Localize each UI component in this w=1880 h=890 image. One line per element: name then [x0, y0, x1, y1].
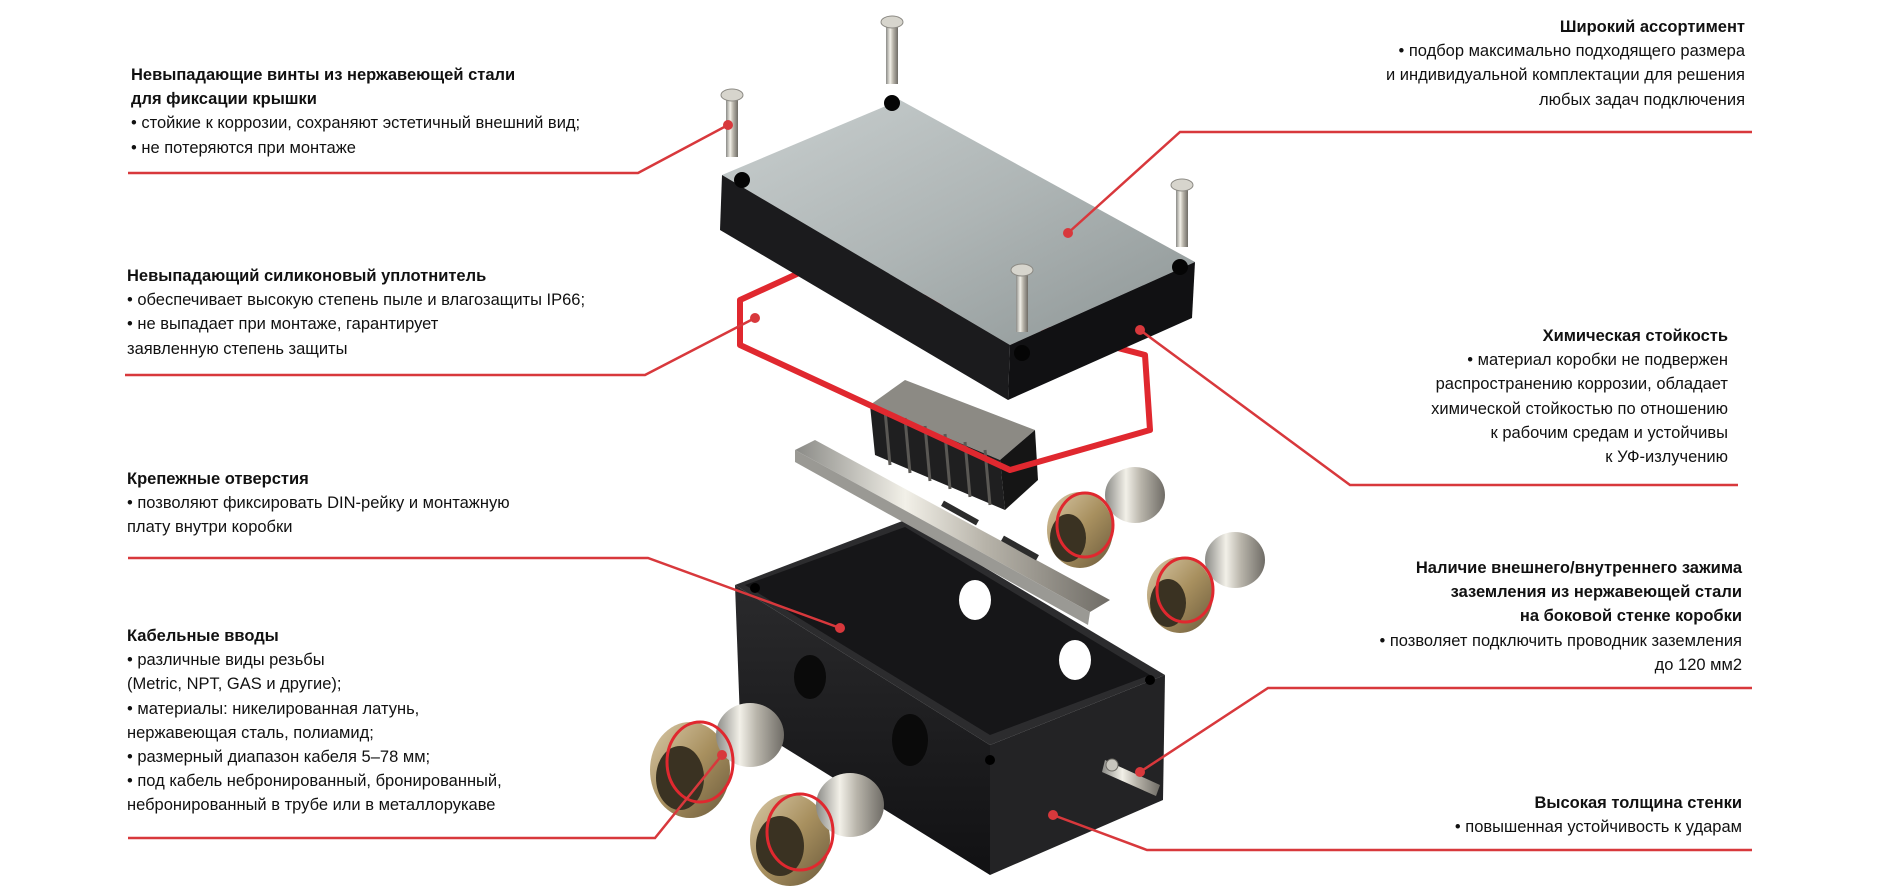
callout-line: • не выпадает при монтаже, гарантирует — [127, 315, 439, 334]
cable-gland — [750, 773, 884, 886]
leader-dot — [1135, 767, 1145, 777]
callout-line: • различные виды резьбы — [127, 651, 325, 670]
callout-line: нержавеющая сталь, полиамид; — [127, 723, 374, 742]
leader-chemical — [1139, 328, 1738, 487]
callout-holes: Крепежные отверстия • позволяют фиксиров… — [127, 467, 667, 540]
ground-clamp — [1102, 758, 1160, 796]
callout-line: • под кабель небронированный, бронирован… — [127, 772, 502, 791]
callout-title: Невыпадающий силиконовый уплотнитель — [127, 267, 487, 285]
callout-seal: Невыпадающий силиконовый уплотнитель • о… — [127, 264, 667, 361]
leader-glands — [128, 754, 723, 840]
callout-chemical: Химическая стойкость • материал коробки … — [1208, 324, 1728, 469]
screw — [1010, 263, 1034, 332]
callout-line: • повышенная устойчивость к ударам — [1454, 818, 1742, 837]
box-hole — [892, 714, 928, 766]
callout-title: Химическая стойкость — [1542, 327, 1728, 345]
cable-gland — [650, 703, 784, 818]
leader-holes — [128, 556, 841, 630]
leader-dot — [750, 313, 760, 323]
leader-wall — [1052, 813, 1752, 852]
callout-line: небронированный в трубе или в металлорук… — [127, 796, 496, 815]
leader-dot — [835, 623, 845, 633]
callout-title: заземления из нержавеющей стали — [1450, 583, 1742, 602]
callout-line: (Metric, NPT, GAS и другие); — [127, 675, 342, 694]
leader-dot — [1135, 325, 1145, 335]
leader-dot — [717, 750, 727, 760]
callout-line: до 120 мм2 — [1654, 655, 1742, 674]
box-hole-inner — [959, 580, 991, 620]
box-hole — [794, 655, 826, 699]
callout-glands: Кабельные вводы • различные виды резьбы … — [127, 624, 667, 818]
box-hole-inner — [1059, 640, 1091, 680]
din-rail — [795, 440, 1110, 625]
callout-title: Крепежные отверстия — [127, 470, 309, 488]
callout-wall: Высокая толщина стенки • повышенная усто… — [1222, 791, 1742, 839]
callout-line: • позволяет подключить проводник заземле… — [1379, 631, 1742, 650]
callout-line: плату внутри коробки — [127, 518, 293, 537]
leader-lines — [125, 123, 1752, 852]
leader-screws — [128, 123, 729, 175]
box-body — [735, 520, 1165, 875]
callout-line: к УФ-излучению — [1605, 448, 1728, 467]
callout-line: • стойкие к коррозии, сохраняют эстетичн… — [131, 114, 581, 133]
screw — [1170, 178, 1194, 247]
leader-seal — [125, 316, 756, 377]
callout-range: Широкий ассортимент • подбор максимально… — [1225, 15, 1745, 112]
screw — [880, 15, 904, 84]
callout-line: химической стойкостью по отношению — [1431, 399, 1728, 418]
callout-line: распространению коррозии, обладает — [1435, 375, 1728, 394]
callout-title: Наличие внешнего/внутреннего зажима — [1415, 559, 1742, 577]
callout-line: • не потеряются при монтаже — [131, 138, 356, 157]
callout-line: • позволяют фиксировать DIN-рейку и монт… — [127, 494, 510, 513]
leader-dot — [723, 120, 733, 130]
callout-line: заявленную степень защиты — [127, 339, 348, 358]
callout-title: Высокая толщина стенки — [1534, 794, 1742, 812]
callout-title: для фиксации крышки — [131, 90, 317, 109]
callout-line: к рабочим средам и устойчивы — [1490, 423, 1728, 442]
callout-line: и индивидуальной комплектации для решени… — [1385, 66, 1745, 85]
leader-range — [1067, 130, 1752, 234]
callout-line: • подбор максимально подходящего размера — [1398, 42, 1745, 61]
cable-gland — [1147, 532, 1265, 633]
callout-line: • материал коробки не подвержен — [1467, 351, 1728, 370]
cable-gland — [1047, 467, 1165, 568]
callout-line: • размерный диапазон кабеля 5–78 мм; — [127, 748, 431, 767]
leader-ground — [1139, 686, 1752, 774]
leader-dot — [1063, 228, 1073, 238]
callout-title: Кабельные вводы — [127, 627, 279, 645]
callout-line: любых задач подключения — [1539, 90, 1745, 109]
callout-title: Широкий ассортимент — [1559, 18, 1745, 36]
lid — [720, 95, 1195, 400]
callout-screws: Невыпадающие винты из нержавеющей стали … — [131, 63, 671, 160]
callout-line: • материалы: никелированная латунь, — [127, 699, 420, 718]
callout-title: на боковой стенке коробки — [1519, 607, 1742, 626]
callout-ground: Наличие внешнего/внутреннего зажима зазе… — [1222, 556, 1742, 677]
callout-line: • обеспечивает высокую степень пыле и вл… — [127, 291, 586, 310]
callout-title: Невыпадающие винты из нержавеющей стали — [131, 66, 516, 84]
leader-dot — [1048, 810, 1058, 820]
